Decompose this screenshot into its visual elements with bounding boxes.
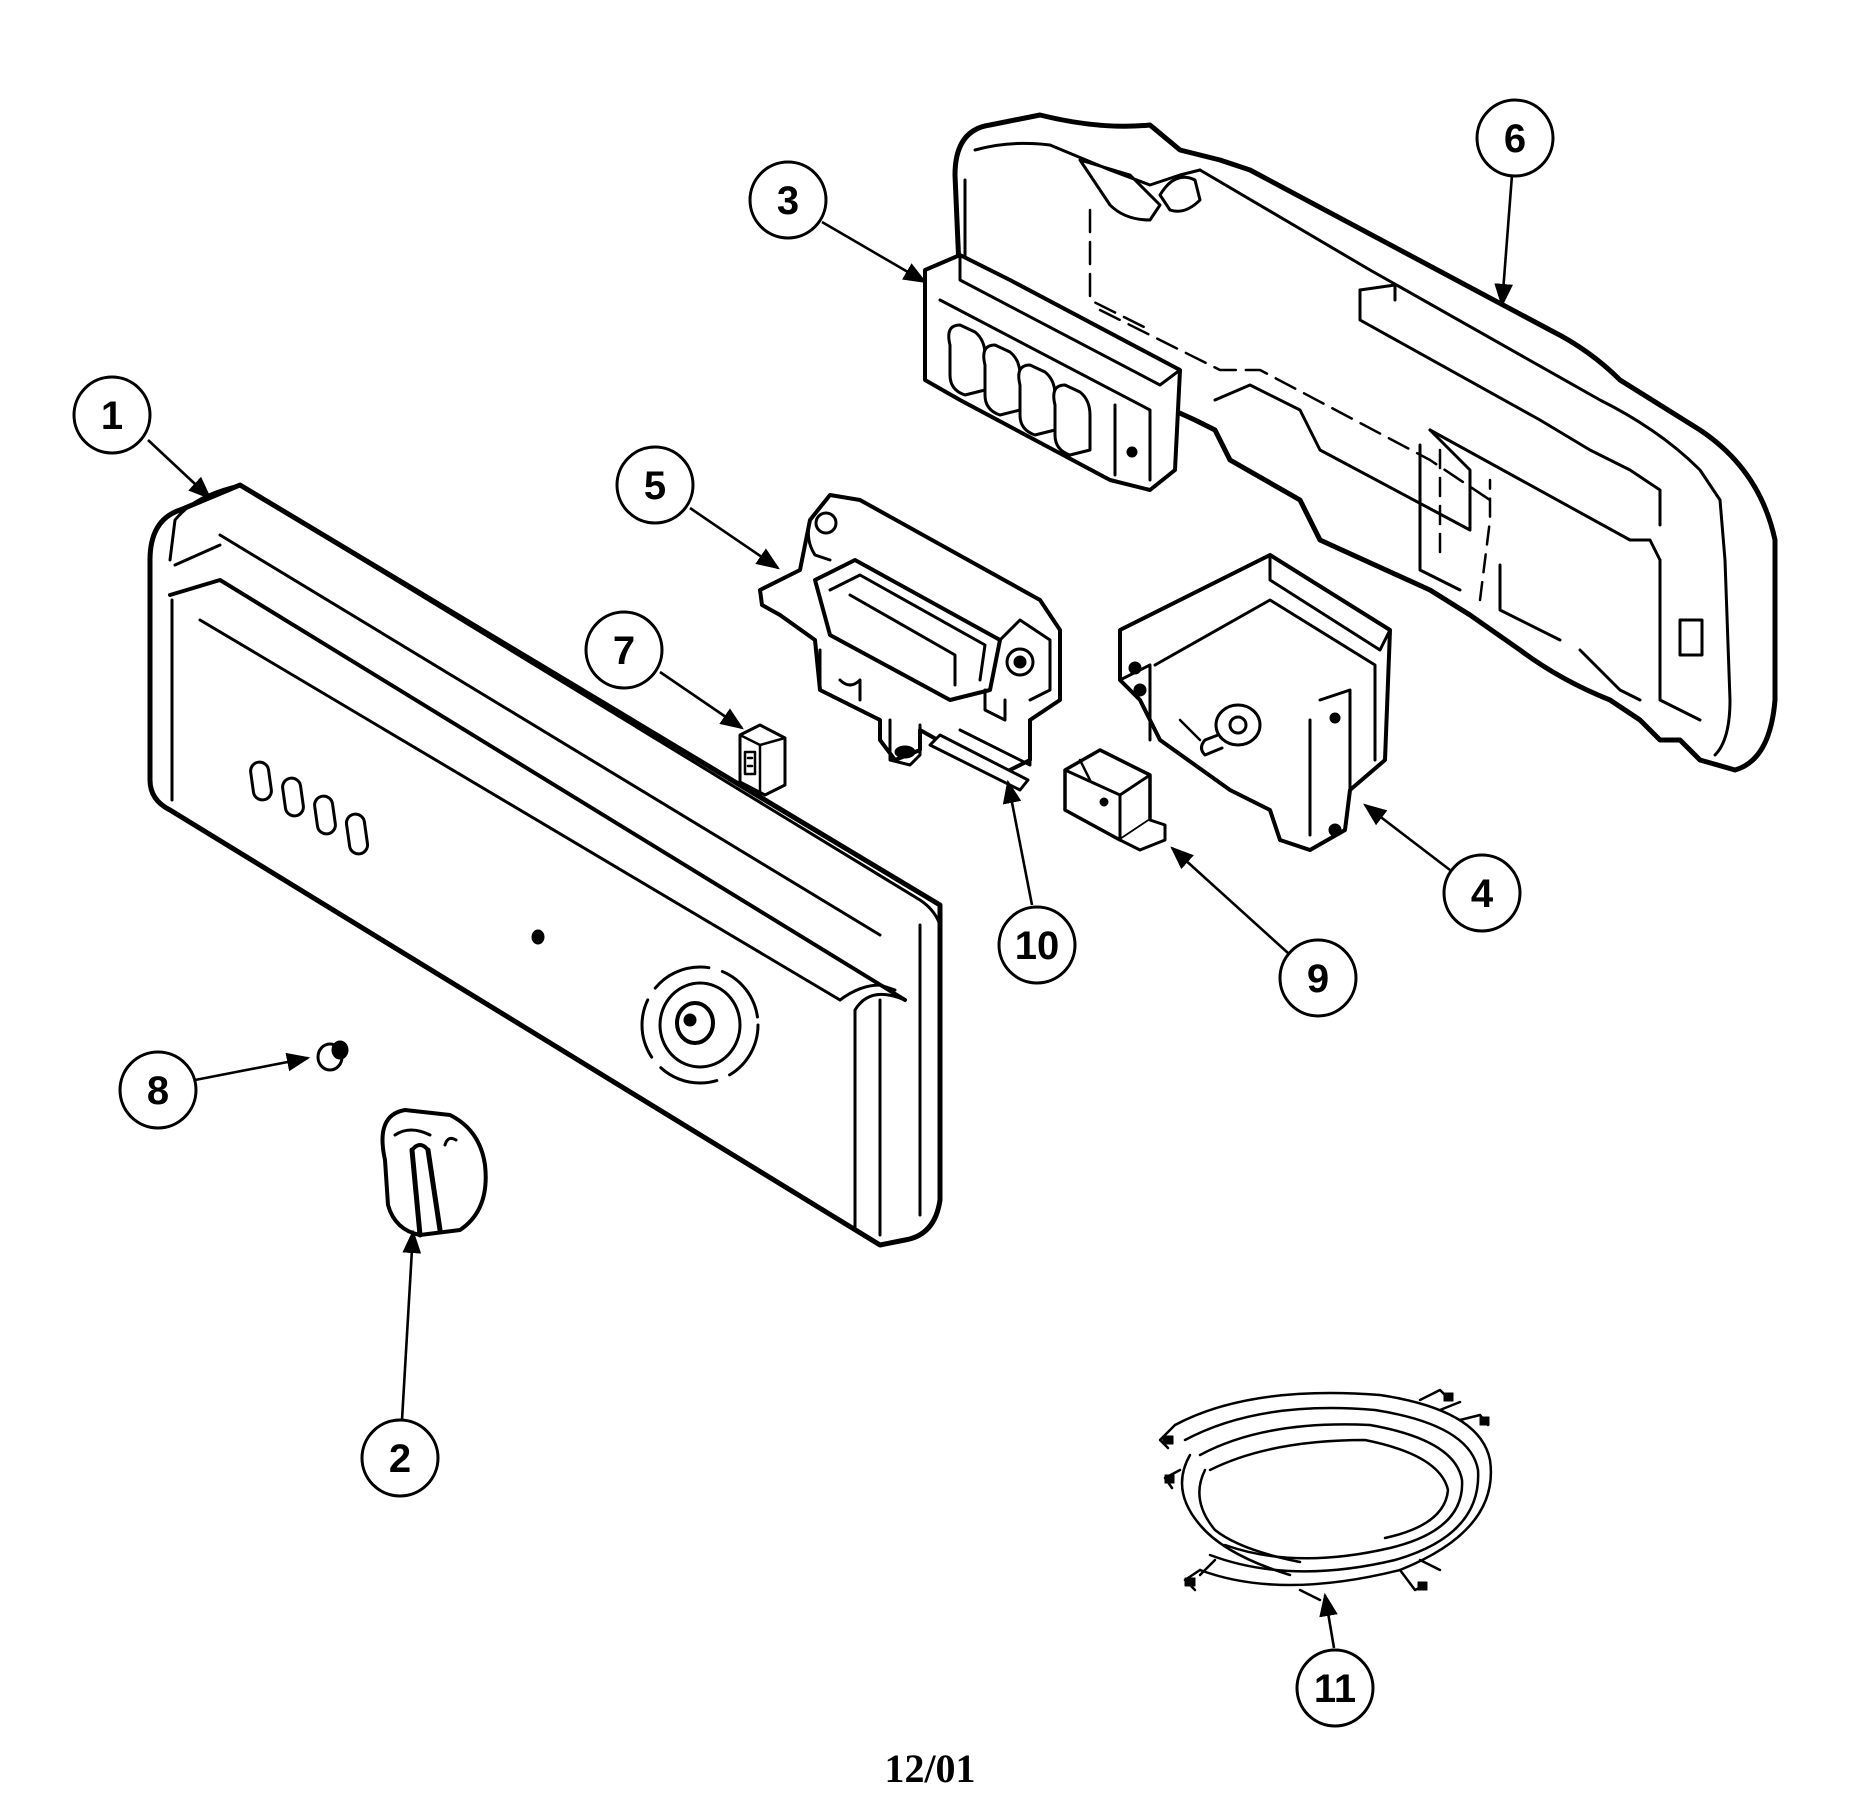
part-11-wire-harness [1158,1388,1493,1602]
callout-9: 9 [1170,846,1358,1018]
part-8-screw [316,1040,349,1072]
callout-label: 6 [1504,117,1526,161]
callout-11: 11 [1295,1592,1375,1728]
part-9-micro-switch [1063,748,1167,852]
callout-4: 4 [1363,803,1522,933]
callout-5: 5 [615,445,780,570]
callout-label: 8 [147,1069,169,1113]
part-3-push-button-switch [923,253,1182,492]
callout-1: 1 [72,375,212,500]
part-10-latch-rod [928,733,1030,792]
part-5-latch-bracket [758,493,1062,777]
callout-label: 9 [1307,957,1329,1001]
callout-label: 5 [644,464,666,508]
part-6-console-housing [952,112,1778,773]
revision-date: 12/01 [884,1746,976,1791]
part-7-connector [738,723,787,797]
part-1-control-panel [147,482,943,1248]
callout-2: 2 [360,1229,440,1498]
callout-label: 1 [101,394,123,438]
callout-label: 2 [389,1437,411,1481]
callout-label: 3 [777,179,799,223]
callout-label: 10 [1015,924,1060,968]
part-4-timer [1118,553,1392,852]
callout-label: 7 [613,629,635,673]
part-2-knob [380,1108,488,1238]
callout-10: 10 [997,779,1077,985]
callout-8: 8 [118,1050,311,1130]
callout-label: 11 [1314,1667,1356,1711]
callout-6: 6 [1475,98,1555,308]
callout-7: 7 [584,610,744,730]
callout-label: 4 [1471,872,1494,916]
callout-3: 3 [748,160,928,284]
